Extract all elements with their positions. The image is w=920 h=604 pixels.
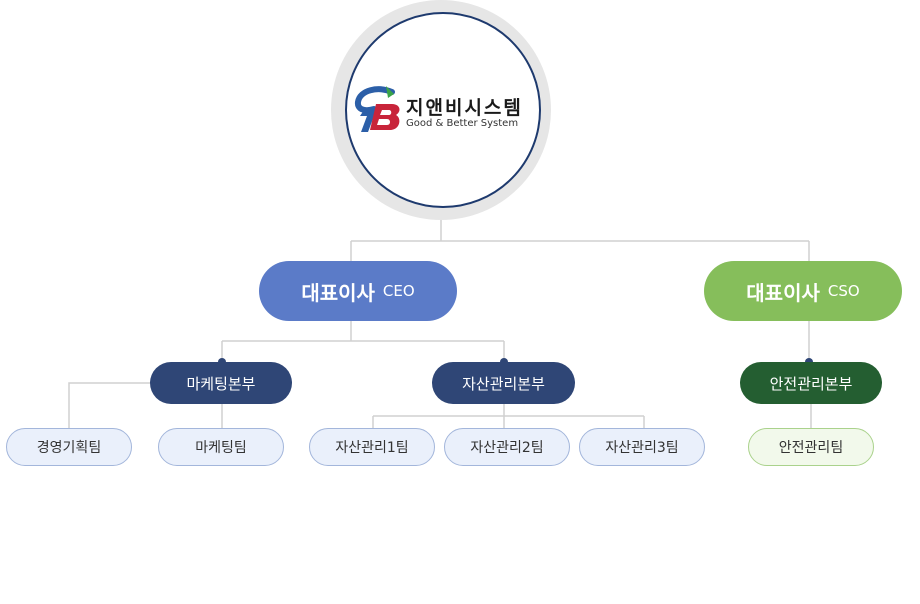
division-asset-management-label: 자산관리본부 [462, 374, 545, 393]
team-asset-management-1-label: 자산관리1팀 [335, 440, 409, 456]
team-asset-management-3[interactable]: 자산관리3팀 [579, 428, 705, 466]
team-asset-management-3-label: 자산관리3팀 [605, 440, 679, 456]
cso-abbr: CSO [827, 282, 860, 300]
ceo-abbr: CEO [382, 282, 415, 300]
team-marketing-label: 마케팅팀 [195, 440, 247, 456]
division-safety-management-label: 안전관리본부 [769, 374, 853, 393]
team-asset-management-2[interactable]: 자산관리2팀 [444, 428, 570, 466]
team-safety-management-label: 안전관리팀 [778, 440, 844, 456]
team-asset-management-2-label: 자산관리2팀 [470, 440, 544, 456]
gnb-logo-icon [354, 86, 400, 132]
division-safety-management[interactable]: 안전관리본부 [740, 362, 882, 404]
team-marketing[interactable]: 마케팅팀 [158, 428, 284, 466]
division-asset-management[interactable]: 자산관리본부 [432, 362, 575, 404]
ceo-node[interactable]: 대표이사 CEO [259, 261, 457, 321]
cso-title: 대표이사 [746, 280, 820, 305]
team-management-planning-label: 경영기획팀 [36, 440, 102, 456]
team-asset-management-1[interactable]: 자산관리1팀 [309, 428, 435, 466]
cso-node[interactable]: 대표이사 CSO [704, 261, 902, 321]
team-safety-management[interactable]: 안전관리팀 [748, 428, 874, 466]
ceo-title: 대표이사 [301, 280, 375, 305]
division-marketing[interactable]: 마케팅본부 [150, 362, 292, 404]
division-marketing-label: 마케팅본부 [186, 374, 256, 393]
company-tagline: Good & Better System [406, 118, 519, 129]
company-name: 지앤비시스템 [406, 97, 523, 119]
team-management-planning[interactable]: 경영기획팀 [6, 428, 132, 466]
